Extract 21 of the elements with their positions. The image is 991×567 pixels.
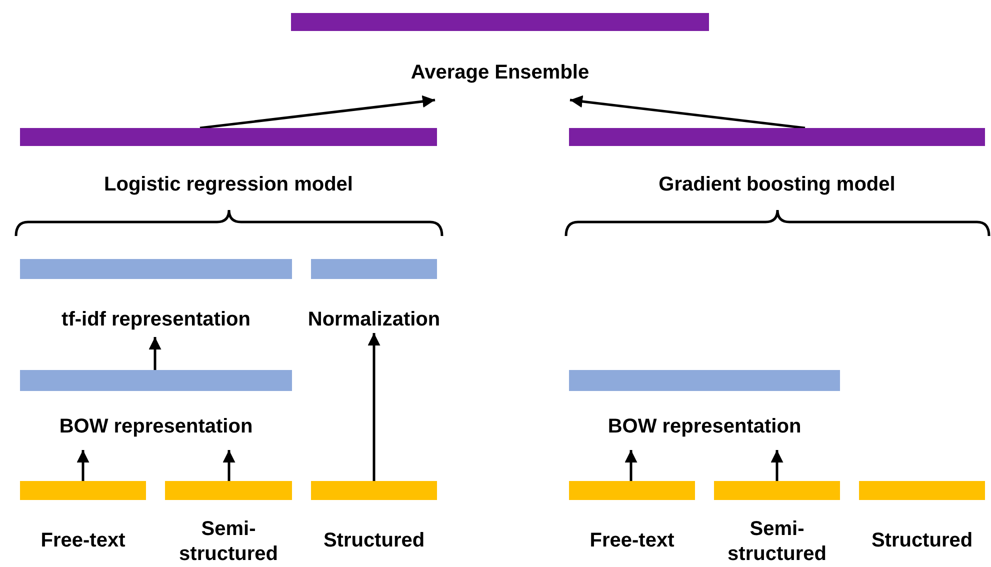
node-label: Semi-structured bbox=[178, 517, 279, 567]
node-label: Semi-structured bbox=[726, 517, 828, 567]
node-label: tf-idf representation bbox=[60, 308, 252, 332]
node-label: Normalization bbox=[306, 308, 442, 332]
arrow bbox=[222, 450, 236, 481]
arrow bbox=[624, 450, 638, 481]
arrow bbox=[570, 95, 806, 130]
node-label: Logistic regression model bbox=[103, 172, 354, 198]
node-label: Free-text bbox=[588, 528, 676, 554]
node-label: Free-text bbox=[40, 528, 126, 554]
node-label: BOW representation bbox=[58, 414, 254, 440]
arrow bbox=[368, 333, 380, 481]
node-label: Average Ensemble bbox=[410, 60, 590, 86]
arrow bbox=[200, 95, 436, 130]
arrow bbox=[770, 450, 784, 481]
arrow bbox=[76, 450, 90, 481]
arrow bbox=[148, 337, 162, 370]
node-label: BOW representation bbox=[606, 414, 802, 440]
node-label: Structured bbox=[870, 528, 974, 554]
node-label: Gradient boosting model bbox=[658, 172, 896, 198]
node-label: Structured bbox=[322, 528, 426, 554]
